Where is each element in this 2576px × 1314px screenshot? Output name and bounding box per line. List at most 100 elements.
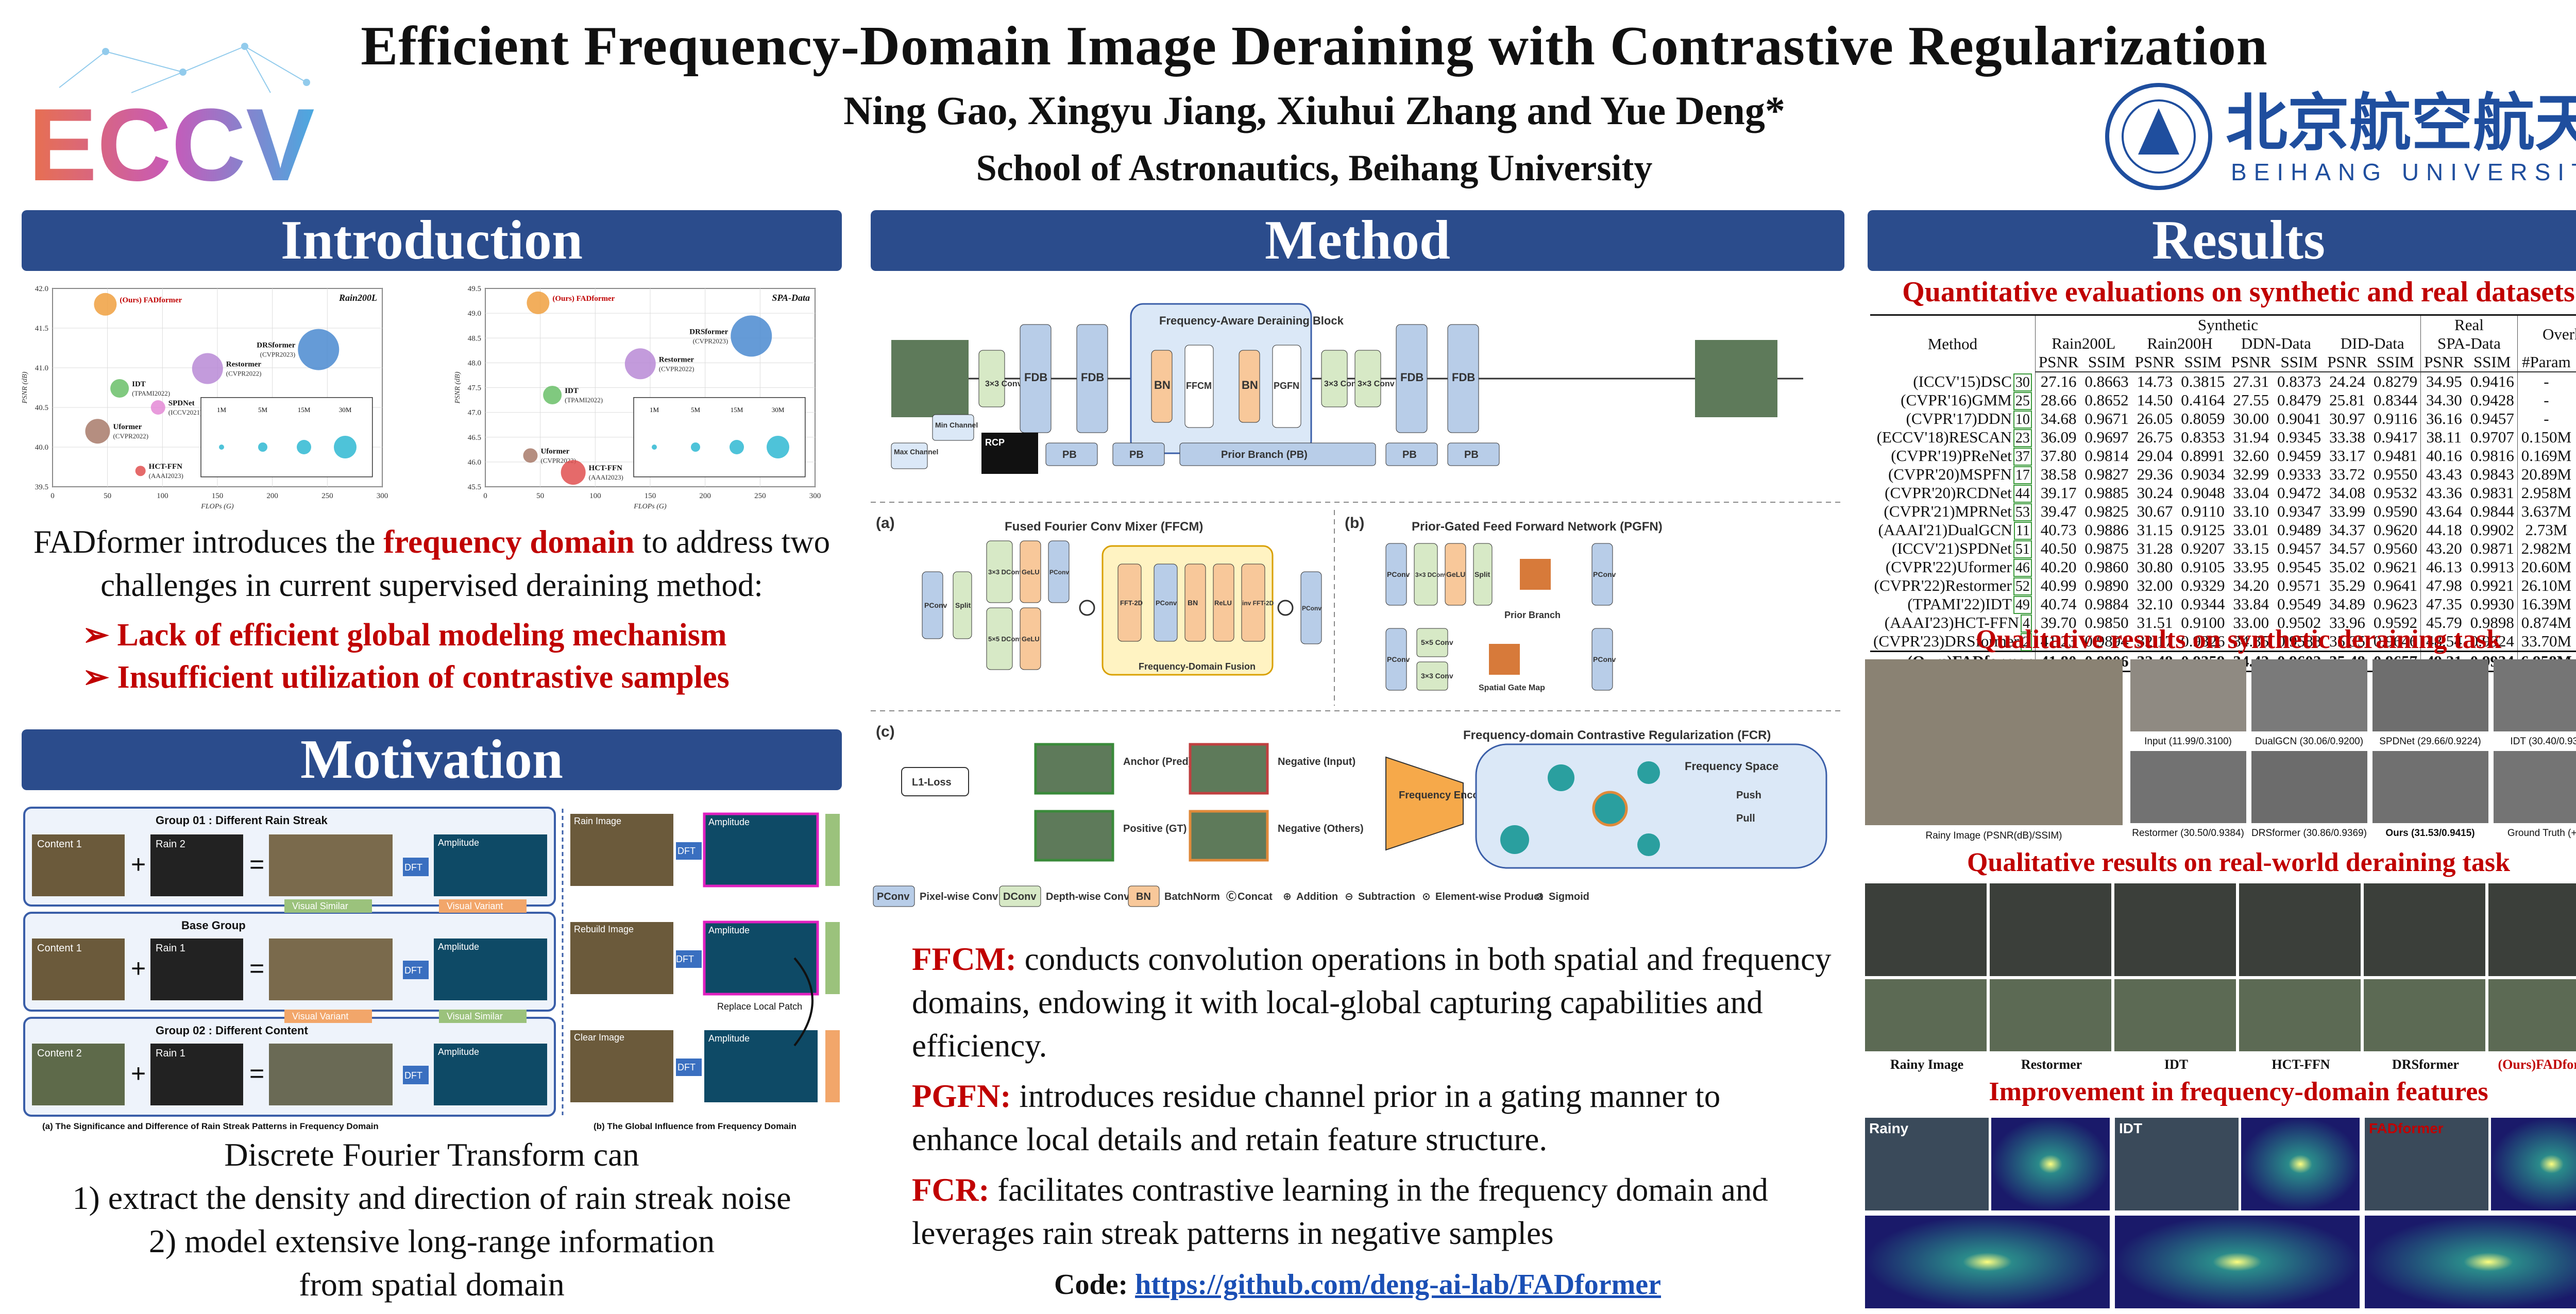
point-label: Uformer — [540, 447, 569, 455]
mot-rebuild-image: Rebuild Image — [574, 924, 634, 934]
table-cell: 35.35 — [2329, 632, 2365, 650]
y-tick-label: 47.0 — [468, 409, 481, 417]
mot-dft-3: DFT — [404, 1070, 422, 1081]
th-col: PSNR — [2228, 353, 2275, 372]
desc-ffcm: FFCM: conducts convolution operations in… — [912, 941, 1832, 1064]
point-sublabel: (ICCV2021) — [168, 408, 202, 416]
table-cell: 33.00 — [2233, 613, 2269, 632]
svg-text:PConv: PConv — [877, 891, 910, 902]
table-cell: 0.9105 — [2181, 558, 2225, 576]
row-ref: 53 — [2013, 503, 2032, 521]
table-cell: 27.16 — [2040, 372, 2077, 390]
syn-cap-drsformer: DRSformer (30.86/0.9369) — [2251, 828, 2367, 839]
size-legend-bubble — [219, 445, 224, 450]
table-cell: 43.64 — [2420, 502, 2467, 521]
table-cell: 32.10 — [2137, 595, 2173, 613]
mot-dft-2: DFT — [404, 965, 422, 976]
row-ref: 51 — [2013, 540, 2032, 558]
pgfn-title: Prior-Gated Feed Forward Network (PGFN) — [1412, 520, 1663, 534]
results-table: Method Synthetic Real Overhead Rain200L … — [1870, 314, 2576, 672]
fcr-encoder: Frequency Encoder — [1399, 790, 1495, 801]
table-cell: 33.99 — [2329, 502, 2365, 520]
pgfn-pconv-3: PConv — [1593, 570, 1616, 578]
table-cell: 30.97 — [2329, 409, 2365, 428]
table-cell: 32.17 — [2137, 632, 2173, 650]
point-label: Uformer — [113, 423, 142, 431]
point-sublabel: (CVPR2023) — [693, 337, 728, 345]
point-label: HCT-FFN — [149, 463, 182, 471]
table-cell: 33.15 — [2233, 539, 2269, 557]
legend-bn: BatchNorm — [1164, 891, 1220, 902]
x-axis-label: FLOPs (G) — [200, 503, 234, 510]
intro-bullet-2: ➢ Insufficient utilization of contrastiv… — [82, 660, 730, 695]
legend-add: Addition — [1296, 891, 1338, 902]
syn-cap-idt: IDT (30.40/0.9391) — [2510, 736, 2576, 747]
intro-text-pre: FADformer introduces the — [33, 524, 384, 560]
table-cell: - — [2517, 372, 2575, 391]
fcr-freq-space: Frequency Space — [1685, 760, 1778, 773]
ffcm-dconv5: 5×5 DConv — [988, 635, 1023, 643]
row-ref: 52 — [2013, 577, 2032, 595]
syn-cap-input: Input (11.99/0.3100) — [2144, 736, 2232, 747]
table-cell: 0.9560 — [2373, 539, 2418, 557]
size-legend-label: 15M — [298, 406, 311, 414]
table-cell: 0.9481 — [2373, 447, 2418, 465]
table-cell: 44.18 — [2420, 521, 2467, 539]
size-legend-bubble — [691, 442, 700, 452]
mot-idft: DFT — [676, 954, 694, 964]
svg-text:⊖: ⊖ — [1345, 891, 1353, 902]
table-cell: 0.9884 — [2084, 595, 2129, 613]
x-tick-label: 250 — [321, 492, 333, 500]
table-cell: 0.9697 — [2084, 428, 2129, 446]
table-cell: 34.95 — [2420, 372, 2467, 391]
mot-dft-1: DFT — [404, 862, 422, 873]
table-cell: 0.9641 — [2373, 576, 2418, 594]
ffcm-split: Split — [955, 601, 971, 609]
point-label: (Ours) FADformer — [120, 296, 182, 304]
table-cell: 31.51 — [2137, 613, 2173, 632]
y-tick-label: 39.5 — [35, 483, 48, 491]
mot-group1-label: Group 01 : Different Rain Streak — [156, 814, 328, 827]
table-cell: 43.20 — [2420, 539, 2467, 558]
fcr-positive: Positive (GT) — [1123, 823, 1187, 834]
table-cell: 26.10M — [2517, 576, 2575, 595]
pb-1: PB — [1062, 449, 1077, 460]
size-legend-bubble — [767, 436, 789, 458]
code-link[interactable]: https://github.com/deng-ai-lab/FADformer — [1135, 1269, 1661, 1301]
pb-4: PB — [1464, 449, 1479, 460]
syn-cap-spdnet: SPDNet (29.66/0.9224) — [2379, 736, 2481, 747]
min-channel: Min Channel — [935, 421, 978, 429]
x-tick-label: 200 — [699, 492, 711, 500]
section-results: Results — [1868, 210, 2576, 271]
ffcm-title: Fused Fourier Conv Mixer (FFCM) — [1005, 520, 1203, 534]
chart-title: SPA-Data — [772, 293, 810, 303]
th-method: Method — [1870, 314, 2036, 372]
table-cell: 30.67 — [2137, 502, 2173, 520]
fadb-bn-1: BN — [1154, 379, 1171, 391]
table-cell: 0.9472 — [2277, 484, 2321, 502]
th-overhead: Overhead — [2517, 314, 2576, 353]
table-cell: 36.16 — [2420, 409, 2467, 428]
y-tick-label: 49.5 — [468, 285, 481, 293]
table-cell: 0.9116 — [2374, 409, 2417, 428]
top-fdb-1: FDB — [1024, 371, 1047, 384]
table-cell: 0.9590 — [2373, 502, 2418, 520]
row-ref: 10 — [2013, 411, 2032, 429]
mot-rain-1b: Rain 1 — [156, 1048, 185, 1059]
th-col: SSIM — [2467, 353, 2518, 372]
point-label: HCT-FFN — [589, 464, 622, 472]
table-cell: 0.9588 — [2277, 632, 2321, 650]
